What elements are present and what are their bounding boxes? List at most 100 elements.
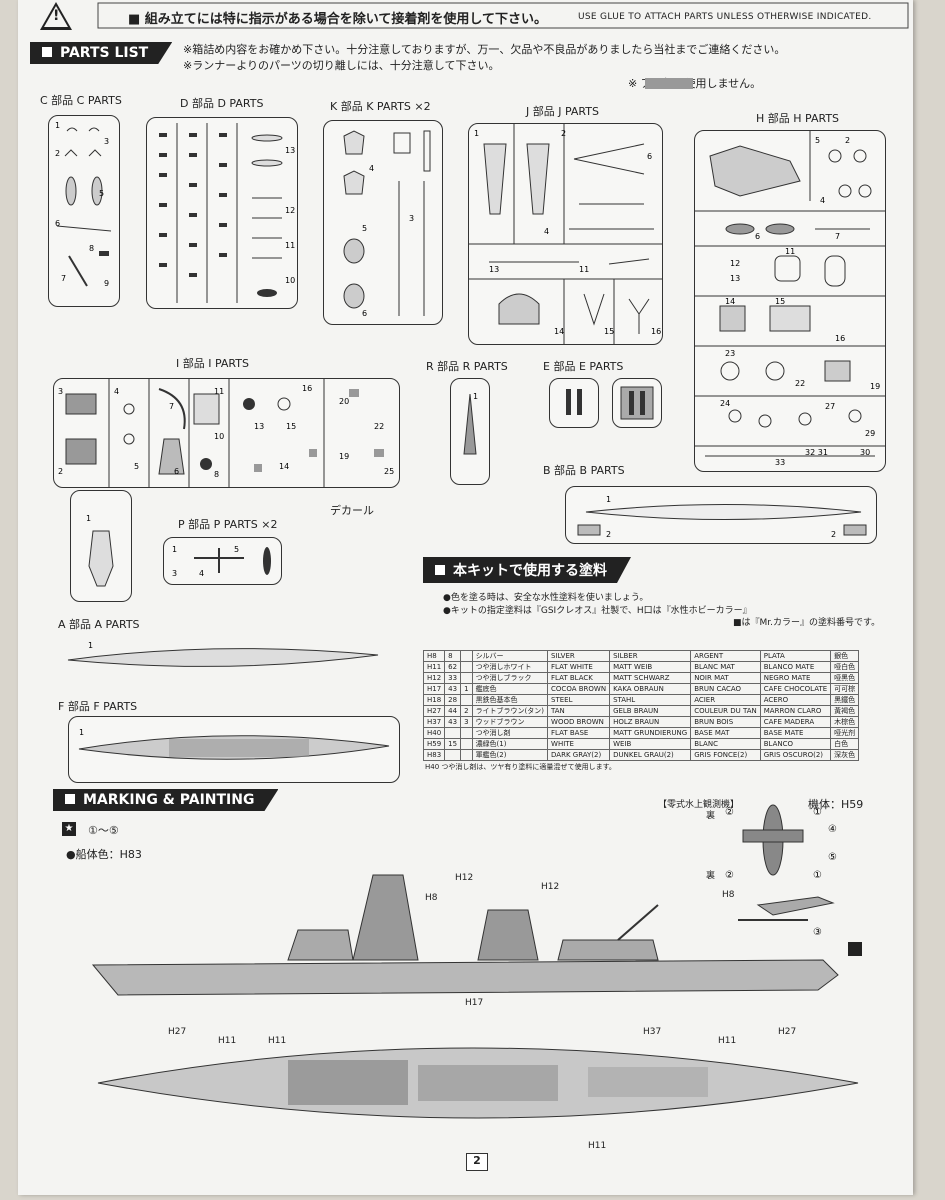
paint-cell: NEGRO MATE [759,672,832,684]
svg-text:⑤: ⑤ [828,852,837,863]
paint-cell: 62 [444,661,462,673]
paints-heading: 本キットで使用する塗料 [423,557,631,583]
runner-i-hull-shape: 1 [86,514,114,587]
svg-text:6: 6 [647,152,652,161]
paint-cell: STEEL [547,694,611,706]
paints-note-3: ■は『Mr.カラー』の塗料番号です。 [733,618,881,628]
runner-e-2-parts [620,386,654,420]
paint-cell: GELB BRAUN [609,705,692,717]
paint-cell: ACERO [759,694,832,706]
paint-cell: BRUN CACAO [690,683,761,695]
paint-cell: 43 [444,716,462,728]
svg-text:1: 1 [79,728,84,737]
paint-cell: つや消しブラック [471,672,549,684]
paint-cell [460,650,473,662]
svg-text:③: ③ [813,927,822,938]
svg-text:22: 22 [374,422,384,431]
paint-cell: BRUN BOIS [690,716,761,728]
svg-text:24: 24 [720,399,730,408]
paint-cell: DARK GRAY(2) [547,749,611,761]
runner-label-r: R 部品 R PARTS [426,360,508,373]
runner-label-a: A 部品 A PARTS [58,618,140,631]
svg-text:4: 4 [820,196,825,205]
runner-f-parts: 1 [78,728,390,760]
aircraft-title: 【零式水上観測機】 [658,800,740,810]
parts-note-1: ※箱詰め内容をお確かめ下さい。十分注意しておりますが、万一、欠品や不良品がありま… [183,43,786,56]
svg-text:1: 1 [55,121,60,130]
paint-cell: シルバー [471,650,549,662]
svg-text:12: 12 [285,206,295,215]
svg-text:5: 5 [234,545,239,554]
svg-text:10: 10 [285,276,295,285]
paint-cell [460,694,473,706]
decal-label: デカール [330,504,374,517]
svg-text:①: ① [813,807,822,818]
svg-text:4: 4 [544,227,549,236]
paint-cell: FLAT WHITE [547,661,611,673]
paint-cell: つや消しホワイト [471,661,549,673]
paint-cell [460,672,473,684]
paint-cell: STAHL [609,694,692,706]
svg-text:①: ① [813,870,822,881]
callout-h11-a: H11 [218,1036,237,1046]
svg-text:16: 16 [651,327,661,336]
svg-text:8: 8 [214,470,219,479]
paint-cell: H59 [422,738,446,750]
paint-cell: PLATA [759,650,832,662]
paint-cell [460,661,473,673]
svg-text:3: 3 [172,569,177,578]
runner-c-parts: 13 25 68 79 [55,121,112,288]
runner-e-1-parts [566,389,582,415]
paint-cell: DUNKEL GRAU(2) [609,749,692,761]
reverse-label-1: 裏 [706,811,716,821]
runner-label-j: J 部品 J PARTS [526,105,599,118]
svg-text:1: 1 [606,495,611,504]
runner-r-parts: 1 [463,392,478,455]
svg-text:6: 6 [55,219,60,228]
paint-cell: 可可棕 [830,683,860,695]
svg-text:32 31: 32 31 [805,448,828,457]
svg-text:5: 5 [362,224,367,233]
marking-heading: MARKING & PAINTING [53,789,278,811]
callout-h8-aircraft: H8 [722,890,735,900]
paint-cell: GRIS FONCE(2) [690,749,761,761]
svg-text:14: 14 [279,462,289,471]
svg-text:1: 1 [172,545,177,554]
paint-cell: 哑黑色 [830,672,860,684]
svg-text:2: 2 [55,149,60,158]
glue-notice-en: USE GLUE TO ATTACH PARTS UNLESS OTHERWIS… [578,12,872,22]
runner-e-1 [549,378,599,428]
svg-text:13: 13 [489,265,499,274]
svg-text:2: 2 [845,136,850,145]
paint-cell: H8 [422,650,446,662]
svg-text:2: 2 [606,530,611,539]
svg-text:16: 16 [302,384,312,393]
runner-f: 1 [68,716,400,783]
paint-cell: 1 [460,683,473,695]
paint-cell: 哑光剂 [830,727,860,739]
parts-note-2: ※ランナーよりのパーツの切り離しには、十分注意して下さい。 [183,59,500,72]
paint-cell: ライトブラウン(タン) [471,705,549,717]
runner-i-hull-part: 1 [70,490,132,602]
svg-text:2: 2 [58,467,63,476]
svg-text:9: 9 [104,279,109,288]
svg-text:11: 11 [785,247,795,256]
paint-cell: 濃緑色(1) [471,738,549,750]
runner-label-b: B 部品 B PARTS [543,464,625,477]
paint-cell: GRIS OSCURO(2) [759,749,832,761]
